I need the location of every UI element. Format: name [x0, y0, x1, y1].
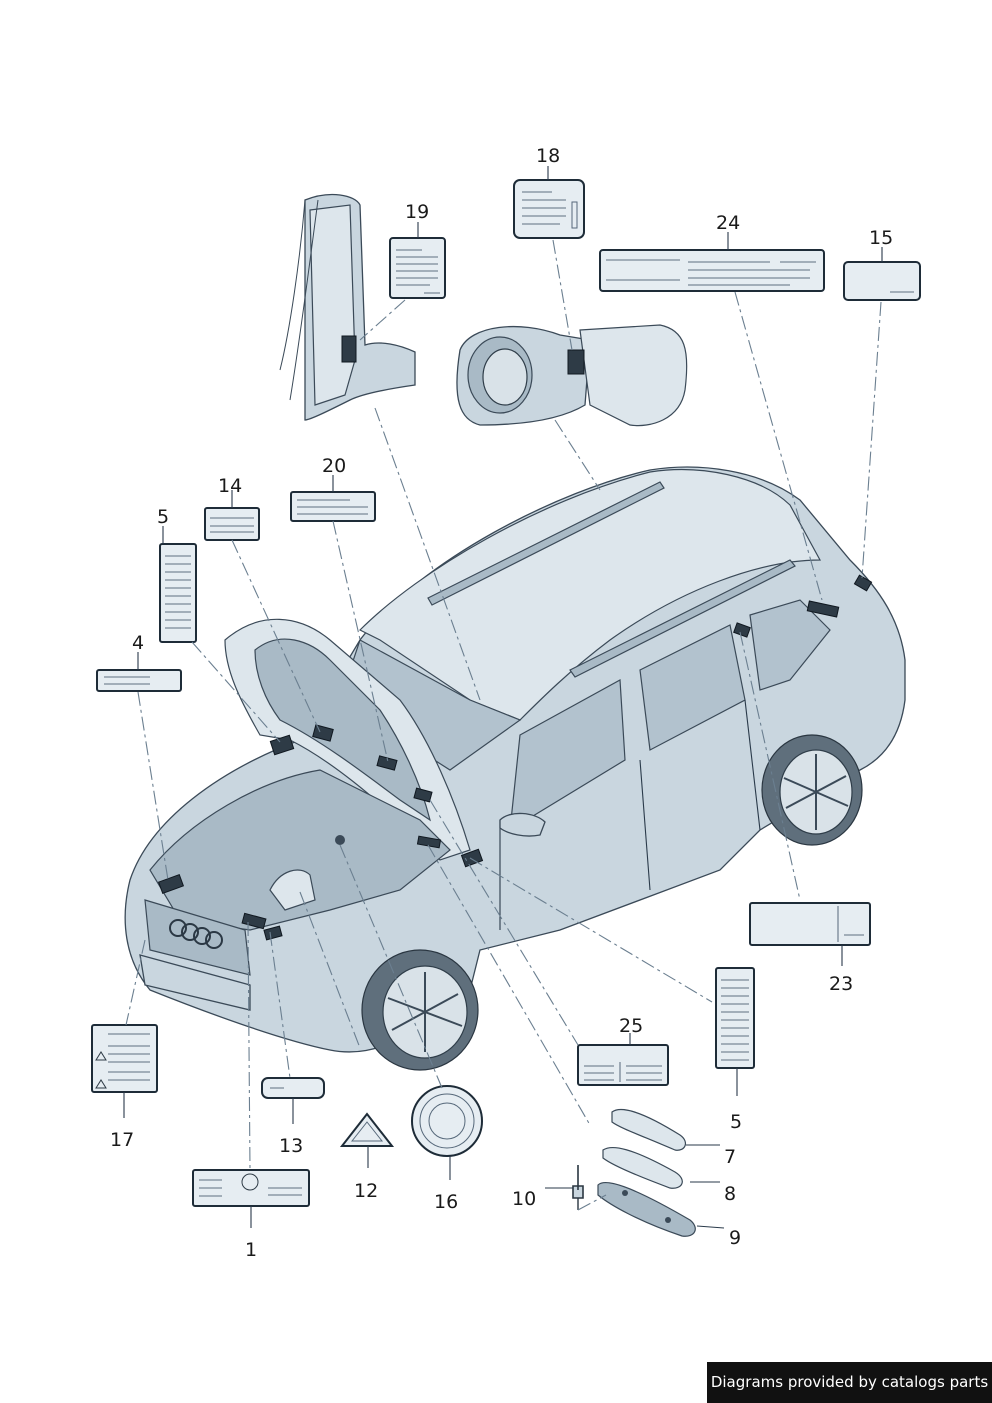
trim-strips — [572, 1109, 696, 1237]
label-19 — [389, 237, 446, 299]
callout-5-lower: 5 — [730, 1111, 742, 1133]
label-13 — [261, 1077, 325, 1099]
leader-lines — [123, 166, 883, 1229]
footer-credit: Diagrams provided by catalogs parts — [707, 1362, 992, 1403]
label-4 — [96, 669, 182, 692]
label-14 — [204, 507, 260, 541]
callout-9: 9 — [729, 1227, 741, 1249]
label-23 — [749, 902, 871, 946]
label-5-lower — [715, 967, 755, 1069]
label-18 — [513, 179, 585, 239]
label-5-upper — [159, 543, 197, 643]
callout-24: 24 — [716, 212, 740, 234]
callout-numbers: 18 19 24 15 20 14 5 4 23 25 5 7 8 9 10 1… — [110, 145, 893, 1261]
callout-14: 14 — [218, 475, 242, 497]
callout-5-upper: 5 — [157, 506, 169, 528]
label-17 — [91, 1024, 158, 1093]
label-24 — [599, 249, 825, 292]
callout-17: 17 — [110, 1129, 134, 1151]
callout-7: 7 — [724, 1146, 736, 1168]
label-15 — [843, 261, 921, 301]
callout-4: 4 — [132, 632, 144, 654]
callout-8: 8 — [724, 1183, 736, 1205]
callout-10: 10 — [512, 1188, 536, 1210]
label-25 — [577, 1044, 669, 1086]
callout-1: 1 — [245, 1239, 257, 1261]
label-20 — [290, 491, 376, 522]
callout-15: 15 — [869, 227, 893, 249]
fuel-door-detail — [456, 324, 688, 427]
label-12-warning-triangle — [339, 1112, 395, 1147]
callout-13: 13 — [279, 1135, 303, 1157]
callout-20: 20 — [322, 455, 346, 477]
b-pillar-detail — [279, 193, 416, 421]
callout-18: 18 — [536, 145, 560, 167]
callout-12: 12 — [354, 1180, 378, 1202]
callout-25: 25 — [619, 1015, 643, 1037]
callout-23: 23 — [829, 973, 853, 995]
callout-16: 16 — [434, 1191, 458, 1213]
label-1 — [192, 1169, 310, 1207]
audi-rings-icon — [169, 919, 223, 949]
vehicle-illustration — [124, 466, 906, 1071]
label-16-round — [411, 1085, 483, 1157]
callout-19: 19 — [405, 201, 429, 223]
